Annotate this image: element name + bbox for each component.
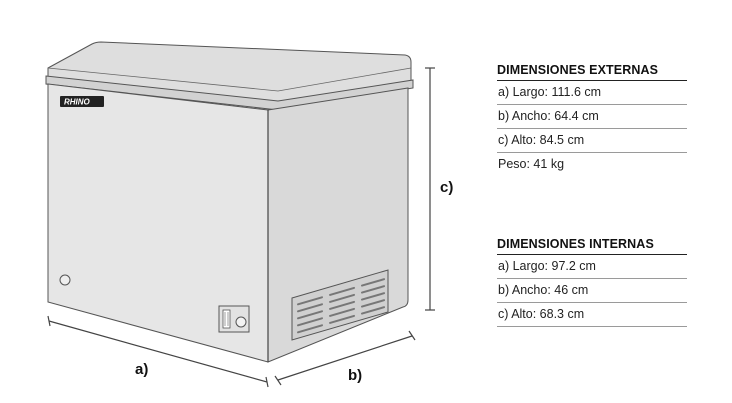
internal-row-alto: c) Alto: 68.3 cm [497, 303, 687, 327]
external-dimensions-title: DIMENSIONES EXTERNAS [497, 63, 687, 81]
internal-row-largo: a) Largo: 97.2 cm [497, 255, 687, 279]
external-row-peso: Peso: 41 kg [498, 157, 565, 171]
external-dimensions-table: DIMENSIONES EXTERNAS a) Largo: 111.6 cm … [497, 63, 687, 176]
external-row-ancho: b) Ancho: 64.4 cm [497, 105, 687, 129]
dimension-label-a: a) [135, 361, 149, 378]
dimension-label-b: b) [348, 367, 363, 384]
brand-logo-icon: RHINO [60, 96, 104, 107]
external-row-largo: a) Largo: 111.6 cm [497, 81, 687, 105]
svg-text:RHINO: RHINO [64, 98, 91, 107]
internal-dimensions-title: DIMENSIONES INTERNAS [497, 237, 687, 255]
external-row-alto: c) Alto: 84.5 cm [497, 129, 687, 153]
thermostat-control-icon [218, 305, 250, 333]
internal-row-ancho: b) Ancho: 46 cm [497, 279, 687, 303]
lock-knob-icon [59, 274, 71, 286]
internal-dimensions-table: DIMENSIONES INTERNAS a) Largo: 97.2 cm b… [497, 237, 687, 327]
vent-grille-icon [291, 269, 389, 341]
dimension-line-c [425, 67, 435, 311]
dimension-line-b [274, 330, 416, 386]
dimension-line-a [47, 315, 269, 388]
dimension-label-c: c) [440, 179, 454, 196]
